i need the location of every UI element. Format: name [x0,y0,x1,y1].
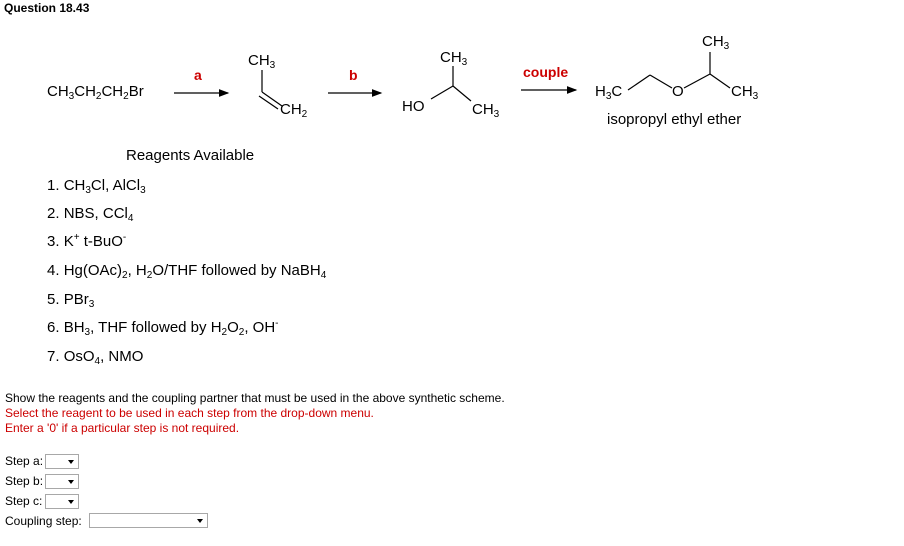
reagent-2: 2. NBS, CCl4 [47,205,134,224]
reagents-title: Reagents Available [126,147,255,164]
alcohol-bonds [430,66,472,102]
reagent-5: 5. PBr3 [47,291,95,310]
chevron-down-icon [68,480,74,484]
alcohol-ch3-right-label: CH3 [472,101,500,120]
reagent-3: 3. K+ t-BuO- [47,232,127,251]
arrow-a-label: a [194,67,202,83]
reagent-6: 6. BH3, THF followed by H2O2, OH- [47,318,279,338]
reagent-4: 4. Hg(OAc)2, H2O/THF followed by NaBH4 [47,262,327,281]
chevron-down-icon [197,519,203,523]
coupling-step-select[interactable] [89,513,208,528]
step-a-select[interactable] [45,454,79,469]
ether-bonds [627,52,731,91]
arrow-b-label: b [349,67,358,83]
arrow-couple-label: couple [523,64,569,80]
coupling-step-label: Coupling step: [5,514,82,528]
alkene-ch3-label: CH3 [248,52,276,71]
ether-ch3-top-label: CH3 [702,33,730,52]
step-c-select[interactable] [45,494,79,509]
instruction-zero: Enter a '0' if a particular step is not … [5,421,240,435]
product-name: isopropyl ethyl ether [607,111,742,128]
chevron-down-icon [68,500,74,504]
alcohol-ho-label: HO [402,98,425,115]
ether-oxygen-label: O [672,83,684,100]
alkene-bonds [258,70,283,110]
reagent-7: 7. OsO4, NMO [47,348,144,367]
instruction-select: Select the reagent to be used in each st… [5,406,374,420]
starting-material: CH3CH2CH2Br [47,83,144,102]
instruction-main: Show the reagents and the coupling partn… [5,391,505,405]
alcohol-ch3-top-label: CH3 [440,49,468,68]
question-title: Question 18.43 [4,1,90,15]
step-b-label: Step b: [5,474,44,488]
ether-ch3-right-label: CH3 [731,83,759,102]
step-c-label: Step c: [5,494,43,508]
ether-h3c-label: H3C [595,83,623,102]
chevron-down-icon [68,460,74,464]
step-b-select[interactable] [45,474,79,489]
reagent-1: 1. CH3Cl, AlCl3 [47,177,146,196]
step-a-label: Step a: [5,454,44,468]
alkene-ch2-label: CH2 [280,101,308,120]
